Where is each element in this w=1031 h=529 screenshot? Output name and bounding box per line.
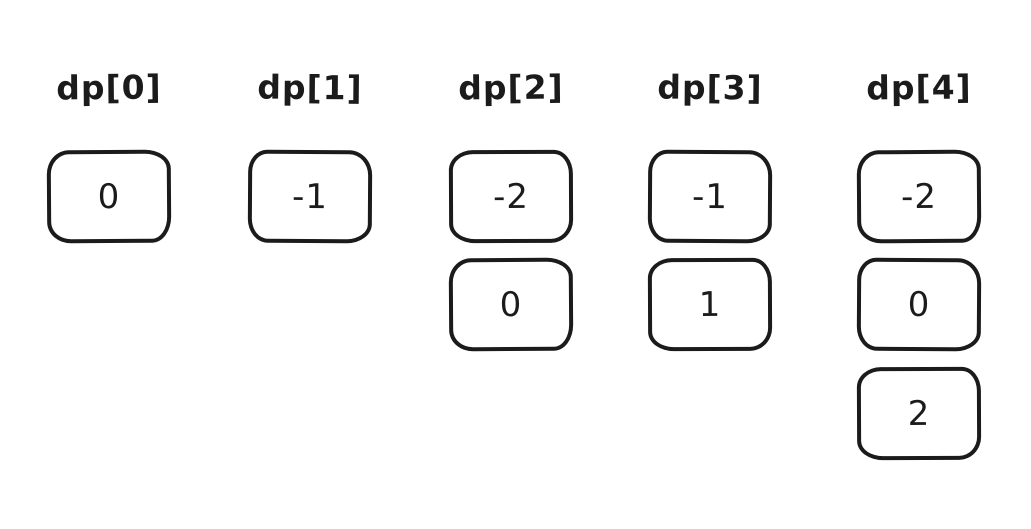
dp-4-value-0: -2 <box>900 176 938 217</box>
dp-column-3-label: dp[3] <box>657 67 763 108</box>
dp-1-value-0: -1 <box>291 176 329 217</box>
dp-0-box-0: 0 <box>46 149 172 244</box>
dp-2-box-0: -2 <box>448 149 574 244</box>
dp-column-4-label: dp[4] <box>866 67 972 108</box>
dp-4-box-0: -2 <box>856 149 982 244</box>
dp-4-box-1: 0 <box>856 257 982 352</box>
dp-2-value-0: -2 <box>492 176 530 217</box>
dp-column-1-label: dp[1] <box>257 67 363 108</box>
dp-3-box-1: 1 <box>647 257 773 352</box>
dp-column-4: dp[4] -2 0 2 <box>856 0 982 529</box>
dp-2-box-1: 0 <box>448 257 574 352</box>
dp-column-1: dp[1] -1 <box>247 0 373 529</box>
dp-2-value-1: 0 <box>499 284 523 325</box>
dp-4-box-2: 2 <box>856 366 982 461</box>
dp-4-value-2: 2 <box>907 393 931 434</box>
dp-3-box-0: -1 <box>647 149 773 244</box>
dp-3-value-0: -1 <box>691 176 729 217</box>
dp-1-box-0: -1 <box>247 149 373 244</box>
dp-4-value-1: 0 <box>907 284 931 325</box>
dp-column-2-label: dp[2] <box>458 67 564 108</box>
dp-0-value-0: 0 <box>97 176 121 217</box>
dp-column-0: dp[0] 0 <box>46 0 172 529</box>
dp-column-0-label: dp[0] <box>56 67 162 108</box>
dp-column-3: dp[3] -1 1 <box>647 0 773 529</box>
dp-3-value-1: 1 <box>698 284 722 325</box>
dp-column-2: dp[2] -2 0 <box>448 0 574 529</box>
